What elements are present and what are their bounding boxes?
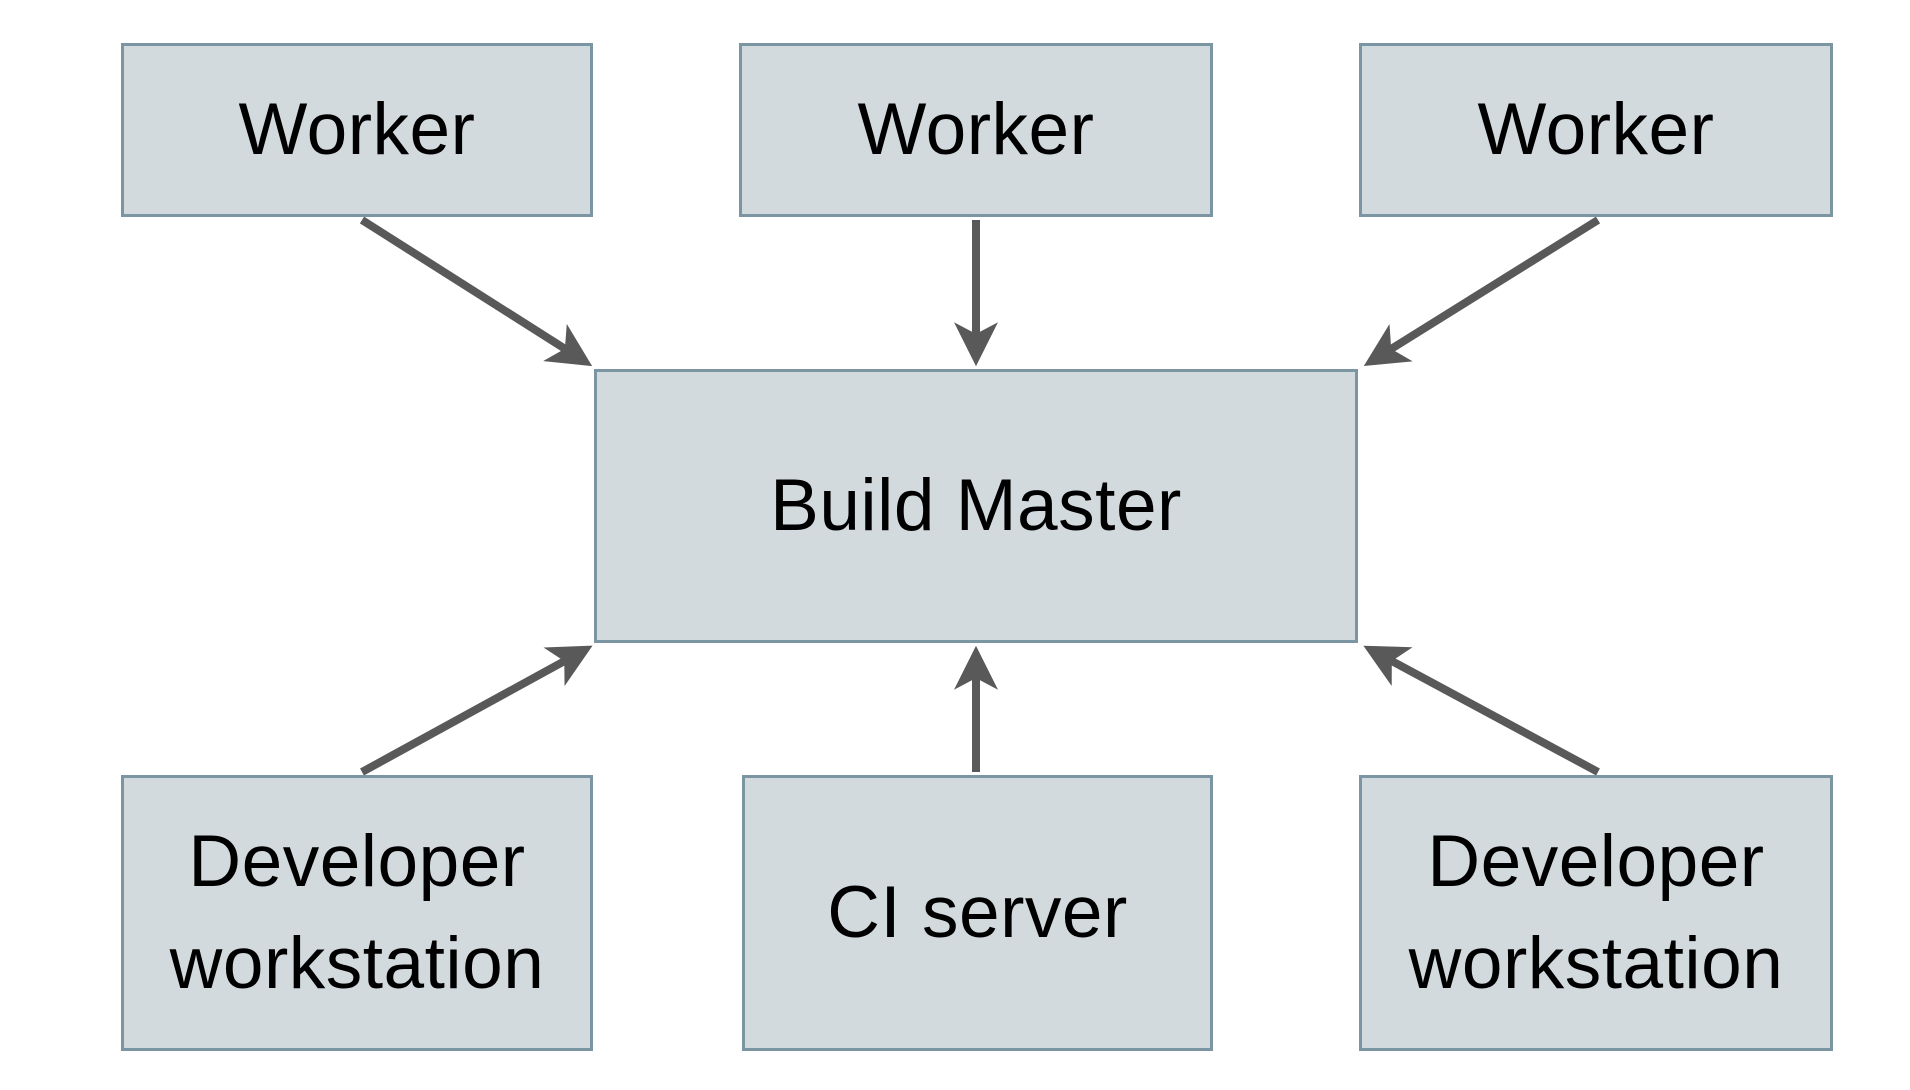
node-ci-server: CI server <box>742 775 1213 1051</box>
node-worker-3: Worker <box>1359 43 1833 217</box>
node-developer-workstation-right: Developer workstation <box>1359 775 1833 1051</box>
node-developer-workstation-left: Developer workstation <box>121 775 593 1051</box>
node-build-master: Build Master <box>594 369 1358 643</box>
node-developer-workstation-right-label: Developer workstation <box>1408 820 1784 1004</box>
node-ci-server-label: CI server <box>827 871 1128 953</box>
node-worker-2-label: Worker <box>857 88 1095 170</box>
node-worker-1: Worker <box>121 43 593 217</box>
arrow-dev-ws-1-to-build-master <box>360 645 593 776</box>
node-build-master-label: Build Master <box>770 464 1182 546</box>
arrow-worker1-to-build-master <box>359 216 593 367</box>
node-worker-2: Worker <box>739 43 1213 217</box>
arrow-worker3-to-build-master <box>1363 216 1601 366</box>
arrow-dev-ws-2-to-build-master <box>1363 645 1600 776</box>
node-worker-3-label: Worker <box>1477 88 1715 170</box>
node-worker-1-label: Worker <box>238 88 476 170</box>
node-developer-workstation-left-label: Developer workstation <box>169 820 545 1004</box>
